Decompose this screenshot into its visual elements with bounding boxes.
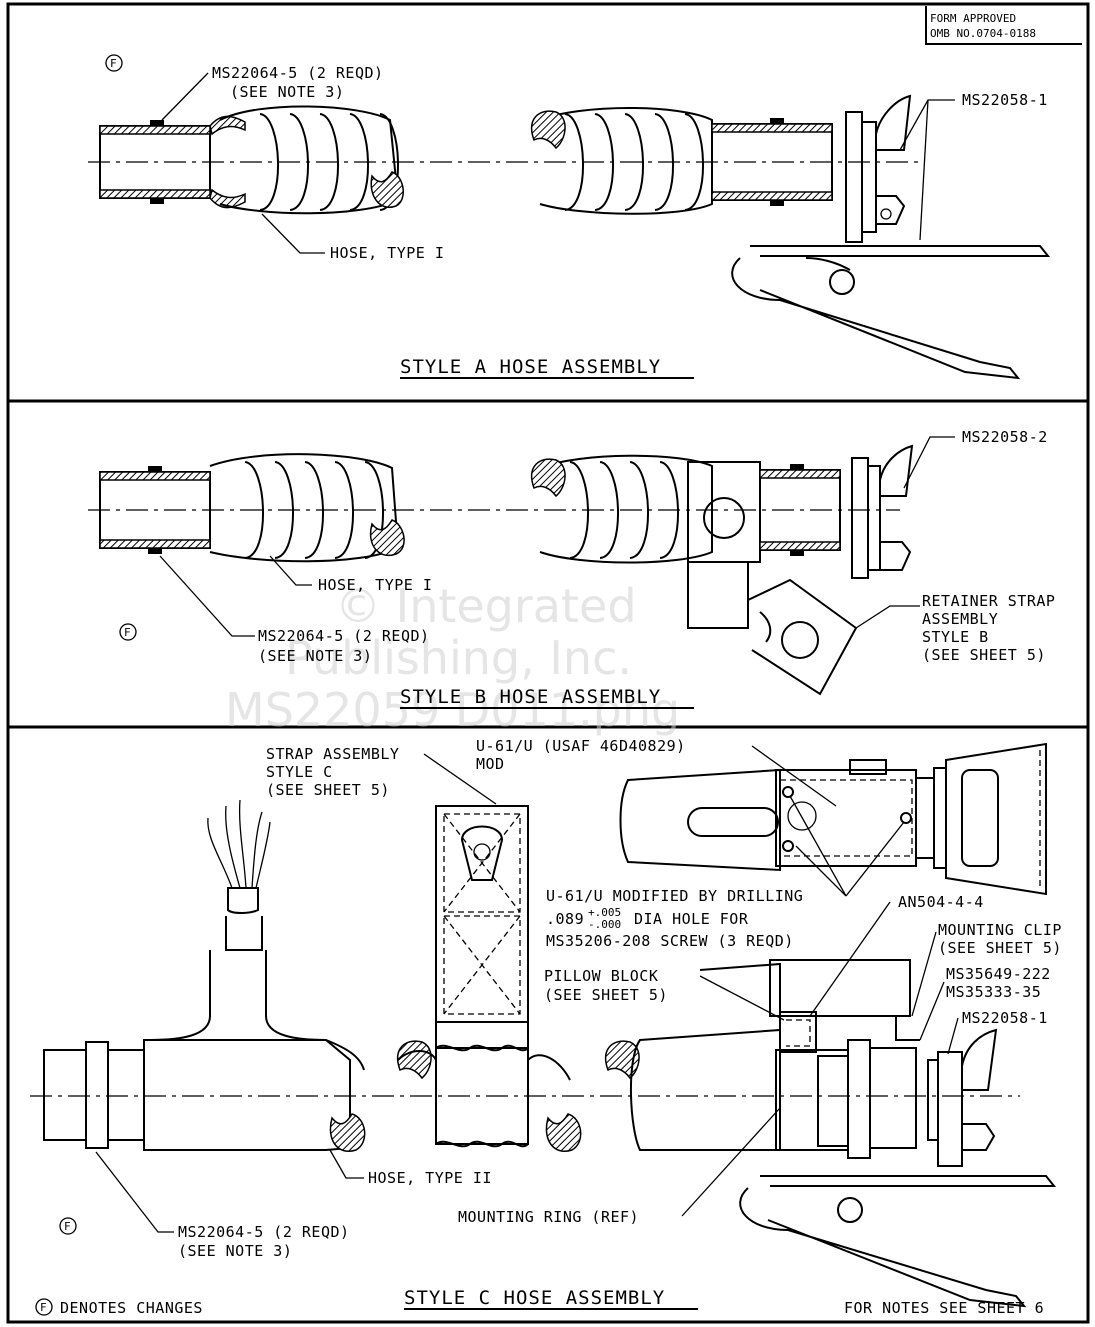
denotes-changes-note: DENOTES CHANGES <box>60 1299 203 1317</box>
drill-tol-minus: -.000 <box>588 918 621 931</box>
change-marker-icon <box>59 1217 77 1235</box>
strap-label-b-1: RETAINER STRAP <box>922 592 1055 610</box>
hose-coil-right <box>531 107 713 215</box>
strap-label-c-3: (SEE SHEET 5) <box>266 781 390 799</box>
cable-with-wires <box>149 799 327 1041</box>
drill-label-3: MS35206-208 SCREW (3 REQD) <box>546 932 794 950</box>
leader-connector-b <box>903 436 955 489</box>
mounting-clip-label-1: MOUNTING CLIP <box>938 921 1062 939</box>
leader-clamp-a <box>161 72 209 121</box>
strap-assembly-c <box>397 805 582 1152</box>
form-approved-line2: OMB NO.0704-0188 <box>930 27 1036 40</box>
hose-label-b: HOSE, TYPE I <box>318 576 432 594</box>
connector-label-c: MS22058-1 <box>962 1009 1048 1027</box>
leader-strap-c <box>423 753 497 805</box>
leader-hose-a <box>261 213 325 254</box>
leader-hose-c <box>329 1149 364 1179</box>
change-marker-icon <box>105 54 123 72</box>
hose-label-a: HOSE, TYPE I <box>330 244 444 262</box>
svg-text:Publishing, Inc.: Publishing, Inc. <box>285 631 632 685</box>
leader-strap-b <box>855 605 920 629</box>
style-c-panel: STRAP ASSEMBLY STYLE C (SEE SHEET 5) U-6… <box>30 737 1062 1317</box>
form-approved-line1: FORM APPROVED <box>930 12 1016 25</box>
hose-coil-left <box>219 105 404 215</box>
leader-mounting-clip <box>911 931 937 1017</box>
drill-label-1: U-61/U MODIFIED BY DRILLING <box>546 887 803 905</box>
ms35649-label: MS35649-222 <box>946 965 1051 983</box>
hose-fitting-left <box>99 115 246 209</box>
leader-clamp-b <box>159 555 255 637</box>
style-a-panel: F <box>88 54 1051 380</box>
title-style-c: STYLE C HOSE ASSEMBLY <box>404 1287 665 1309</box>
strap-label-b-2: ASSEMBLY <box>922 610 998 628</box>
strap-label-c-1: STRAP ASSEMBLY <box>266 745 399 763</box>
u61-mod-label: MOD <box>476 755 505 773</box>
sheet-border <box>6 2 1090 1324</box>
drill-label-2b: DIA HOLE FOR <box>634 910 749 928</box>
svg-text:F: F <box>110 57 117 70</box>
svg-text:F: F <box>64 1220 71 1233</box>
leader-pillow-block <box>699 975 785 1021</box>
svg-text:© Integrated: © Integrated <box>335 579 637 633</box>
alligator-clip <box>731 245 1051 380</box>
connector-label-b: MS22058-2 <box>962 428 1048 446</box>
leader-clamp-c <box>95 1151 174 1233</box>
change-marker-icon <box>35 1298 53 1316</box>
leader-ring <box>681 1107 781 1217</box>
connector-ms22058-1 <box>711 94 912 243</box>
hose-coil-right-b <box>531 454 713 564</box>
clamp-note-b: (SEE NOTE 3) <box>258 647 372 665</box>
connector-assembly-c <box>605 959 998 1167</box>
strap-label-b-4: (SEE SHEET 5) <box>922 646 1046 664</box>
leader-u61 <box>751 745 837 807</box>
strap-label-b-3: STYLE B <box>922 628 989 646</box>
drill-label-2a: .089 <box>546 910 584 928</box>
pillow-block-label-2: (SEE SHEET 5) <box>544 986 668 1004</box>
clamp-label-a: MS22064-5 (2 REQD) <box>212 64 384 82</box>
u61-label: U-61/U (USAF 46D40829) <box>476 737 686 755</box>
strap-label-c-2: STYLE C <box>266 763 333 781</box>
title-style-a: STYLE A HOSE ASSEMBLY <box>400 356 661 378</box>
svg-text:F: F <box>40 1301 47 1314</box>
leader-ms22058-c <box>947 1017 959 1055</box>
notes-reference: FOR NOTES SEE SHEET 6 <box>844 1299 1044 1317</box>
pillow-block-label-1: PILLOW BLOCK <box>544 967 658 985</box>
leader-hose-b <box>269 555 312 586</box>
watermark: © Integrated Publishing, Inc. MS22059 D0… <box>225 579 680 737</box>
leader-drill <box>789 795 905 897</box>
hose-fitting-left-c <box>43 1039 366 1152</box>
alligator-clip-c <box>739 1175 1057 1308</box>
connector-label-a: MS22058-1 <box>962 91 1048 109</box>
ms35333-label: MS35333-35 <box>946 983 1041 1001</box>
hose-label-c: HOSE, TYPE II <box>368 1169 492 1187</box>
svg-text:MS22059 D011.png: MS22059 D011.png <box>225 683 680 737</box>
style-b-panel: F MS22058-2 HOSE, TYPE I MS22064-5 (2 RE… <box>88 428 1055 709</box>
retainer-strap-b <box>687 461 858 696</box>
an504-label: AN504-4-4 <box>898 893 984 911</box>
leader-ms35649 <box>919 981 945 1041</box>
clamp-note-c: (SEE NOTE 3) <box>178 1242 292 1260</box>
mounting-ring-label: MOUNTING RING (REF) <box>458 1208 639 1226</box>
title-style-b: STYLE B HOSE ASSEMBLY <box>400 686 661 708</box>
change-marker-icon <box>119 623 137 641</box>
connector-ms22058-2 <box>759 444 914 579</box>
hose-coil-left-b <box>209 453 405 563</box>
u61-connector <box>619 742 1047 896</box>
mounting-clip-label-2: (SEE SHEET 5) <box>938 939 1062 957</box>
clamp-note-a: (SEE NOTE 3) <box>230 83 344 101</box>
clamp-label-b: MS22064-5 (2 REQD) <box>258 627 430 645</box>
drill-tol-plus: +.005 <box>588 906 621 919</box>
clamp-label-c: MS22064-5 (2 REQD) <box>178 1223 350 1241</box>
form-approved-box: FORM APPROVED OMB NO.0704-0188 <box>925 6 1082 45</box>
leader-an504 <box>809 901 891 1017</box>
svg-text:F: F <box>124 626 131 639</box>
hose-fitting-left-b <box>99 466 211 554</box>
